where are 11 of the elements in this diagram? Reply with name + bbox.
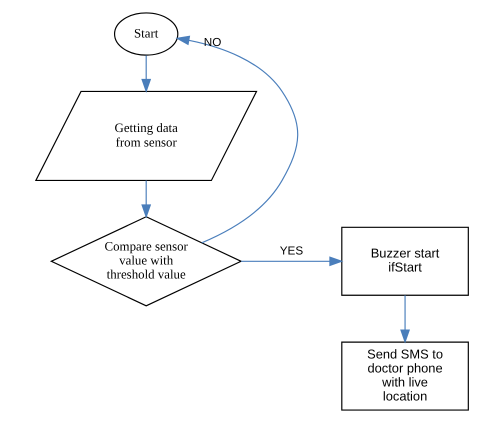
edge-label: NO — [203, 36, 221, 49]
node-diamond: Compare sensor value with threshold value — [49, 216, 242, 306]
edge-label: YES — [279, 244, 303, 258]
arrow — [400, 295, 410, 344]
node-box: Send SMS to doctor phone with live location — [340, 342, 468, 411]
arrow — [140, 180, 151, 218]
arrow — [240, 256, 343, 266]
arrow — [174, 36, 298, 244]
node-box: Buzzer start ifStart — [340, 226, 468, 296]
arrow — [140, 55, 151, 93]
node-ellipse: Start — [113, 12, 178, 56]
